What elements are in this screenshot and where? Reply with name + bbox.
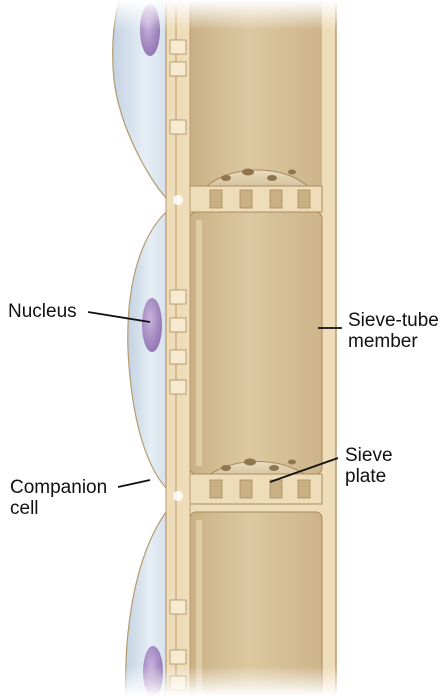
companion-cell-middle [128,212,166,488]
sieve-tube-column [176,0,336,696]
sieve-plate-label: Sieve plate [345,445,393,487]
companion-cell-label: Companion cell [10,477,107,519]
nucleus-label: Nucleus [8,301,77,322]
wall-with-plasmodesmata [166,0,190,696]
nucleus-middle [142,298,162,352]
companion-cell-leader [118,480,150,487]
sieve-tube-member-label: Sieve-tube member [348,310,439,352]
